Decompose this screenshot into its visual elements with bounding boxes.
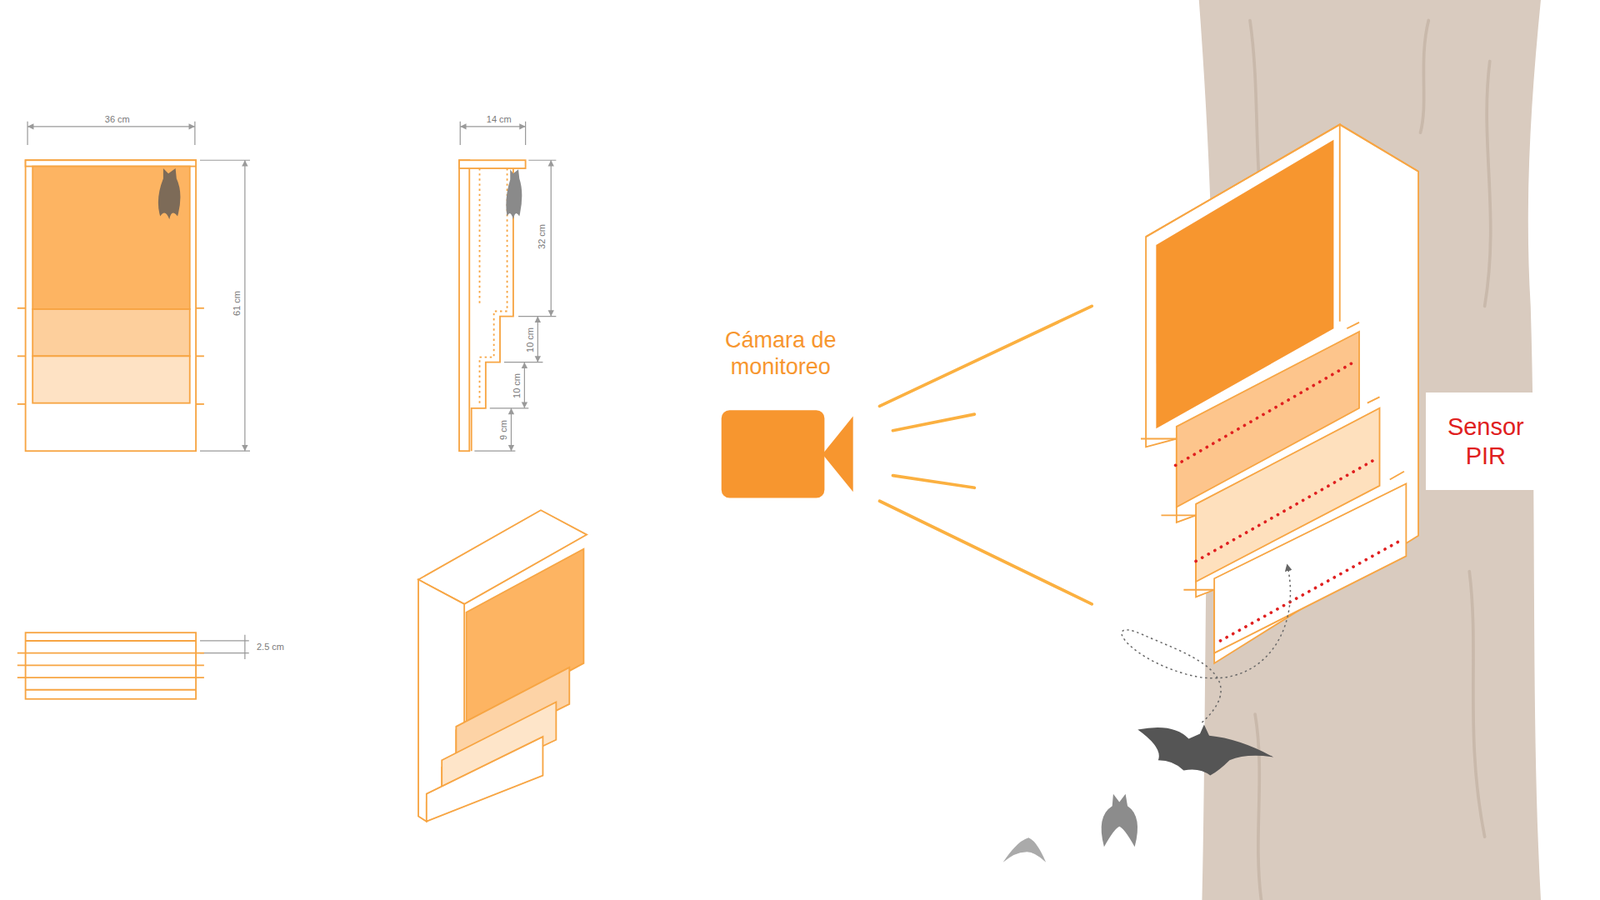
top-view bbox=[17, 632, 205, 700]
pir-detection-lines bbox=[1175, 360, 1400, 641]
camera-view-rays bbox=[880, 305, 1093, 605]
front-view bbox=[17, 160, 205, 451]
flying-bat bbox=[1137, 724, 1274, 775]
hanging-bat bbox=[505, 169, 522, 220]
node-text: Sensor PIR bbox=[1434, 412, 1537, 471]
side-view bbox=[459, 160, 526, 451]
flying-bat bbox=[1003, 837, 1046, 862]
dimension-label: 36 cm bbox=[105, 115, 130, 125]
dimension-label: 61 cm bbox=[232, 290, 242, 316]
sensor-box: Sensor PIR bbox=[1425, 392, 1545, 490]
flight-path bbox=[1121, 567, 1291, 723]
dimension-label: 10 cm bbox=[511, 373, 521, 399]
iso-bat-house-large bbox=[1140, 124, 1419, 664]
dimension-label: 14 cm bbox=[486, 115, 512, 125]
hanging-bat bbox=[158, 168, 181, 220]
camera-icon bbox=[721, 410, 854, 498]
camera-label-node: Cámara de monitoreo bbox=[694, 326, 868, 381]
iso-bat-house-small bbox=[418, 510, 587, 821]
node-text: Cámara de monitoreo bbox=[694, 326, 868, 381]
flying-bat bbox=[1101, 794, 1138, 848]
dimension-arrows bbox=[27, 123, 555, 451]
dimension-label: 2.5 cm bbox=[256, 642, 285, 652]
dimension-label: 32 cm bbox=[537, 224, 547, 250]
dimension-label: 10 cm bbox=[525, 327, 535, 353]
dimension-label: 9 cm bbox=[498, 420, 508, 440]
